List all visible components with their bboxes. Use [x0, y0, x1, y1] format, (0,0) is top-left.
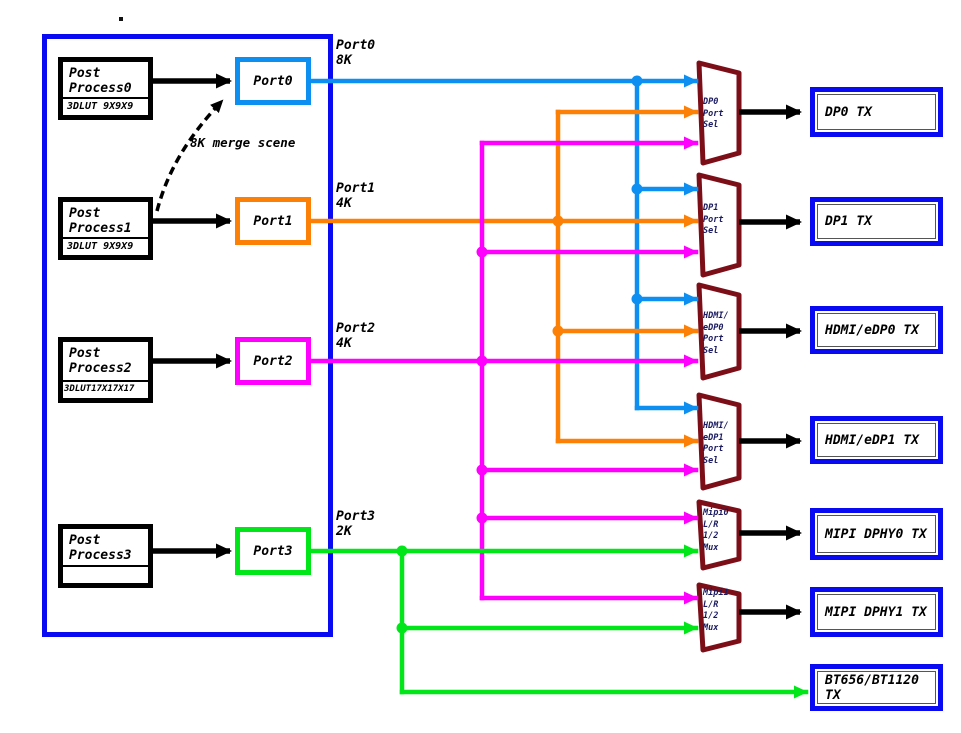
mux-mipi0-lr-mux	[696, 499, 742, 571]
port1-box: Port1	[235, 197, 311, 245]
port2-routing	[308, 136, 699, 605]
mux-hdmi-edp0-port-sel	[696, 282, 742, 381]
tx-hdmi-edp0-box: HDMI/eDP0 TX	[810, 306, 943, 354]
pp-to-port-arrows	[152, 73, 232, 559]
post-process1-lut: 3DLUT 9X9X9	[63, 237, 148, 255]
tx-hdmi-edp1-box: HDMI/eDP1 TX	[810, 416, 943, 464]
port0-box: Port0	[235, 57, 311, 105]
merge-scene-dashed-arrow	[155, 99, 224, 212]
tx-dp1-box: DP1 TX	[810, 197, 943, 246]
post-process2-lut: 3DLUT17X17X17	[63, 380, 148, 398]
port1-routing	[308, 105, 699, 448]
post-process0-lut: 3DLUT 9X9X9	[63, 97, 148, 115]
mux-shapes	[696, 60, 742, 653]
port3-routing	[308, 544, 809, 699]
tx-dp0-box: DP0 TX	[810, 87, 943, 137]
tx-mipi-dphy1-box: MIPI DPHY1 TX	[810, 587, 943, 637]
mux-to-tx-arrows	[739, 104, 802, 620]
merge-scene-note: 8K merge scene	[190, 135, 296, 150]
post-process3-lut	[63, 565, 148, 583]
mux-dp1-port-sel	[696, 172, 742, 278]
mux-dp0-port-sel	[696, 60, 742, 166]
stray-dot	[119, 17, 123, 21]
mux-hdmi-edp1-port-sel	[696, 392, 742, 491]
port3-box: Port3	[235, 527, 311, 575]
port2-box: Port2	[235, 337, 311, 385]
tx-mipi-dphy0-box: MIPI DPHY0 TX	[810, 508, 943, 560]
mux-mipi1-lr-mux	[696, 582, 742, 653]
port0-routing	[308, 74, 699, 415]
